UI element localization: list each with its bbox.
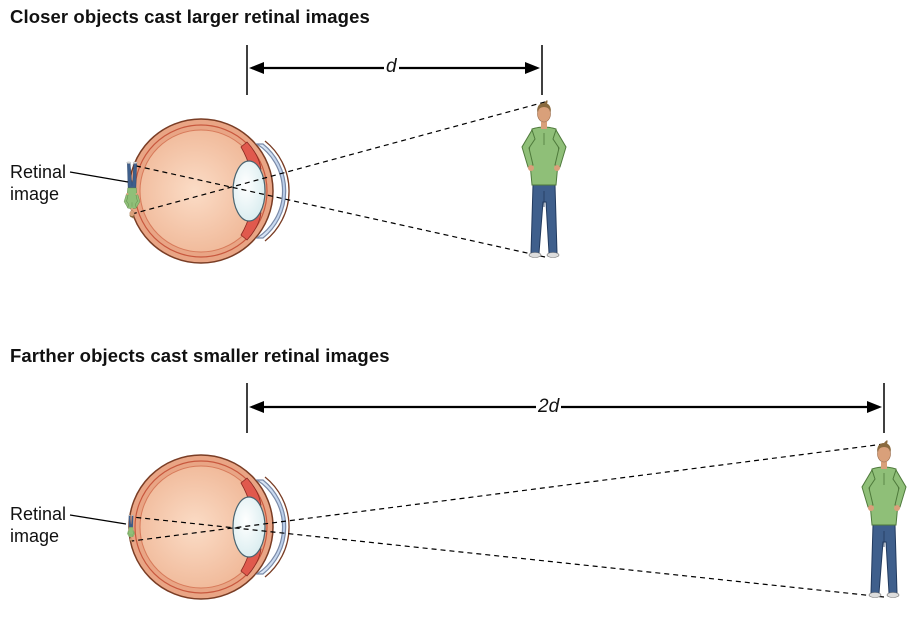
retinal-image-label-bottom: Retinal image	[10, 504, 67, 546]
person-closer	[521, 99, 567, 258]
light-rays-closer	[131, 101, 546, 258]
retinal-image-label-top: Retinal image	[10, 162, 67, 204]
eyeball-closer	[128, 118, 290, 264]
label-pointer-top	[69, 171, 129, 183]
light-rays-farther	[131, 443, 885, 598]
panel-title-farther: Farther objects cast smaller retinal ima…	[10, 345, 390, 366]
arrowhead-left-icon-2	[249, 401, 264, 413]
distance-label-d: d	[384, 56, 399, 77]
panel-farther	[69, 383, 907, 600]
panel-title-closer: Closer objects cast larger retinal image…	[10, 6, 370, 27]
arrowhead-right-icon-2	[867, 401, 882, 413]
arrowhead-right-icon	[525, 62, 540, 74]
eyeball-farther	[128, 454, 290, 600]
person-farther	[861, 439, 907, 598]
distance-label-2d: 2d	[536, 396, 562, 417]
arrowhead-left-icon	[249, 62, 264, 74]
label-pointer-bottom	[69, 514, 127, 525]
panel-closer	[69, 45, 567, 264]
